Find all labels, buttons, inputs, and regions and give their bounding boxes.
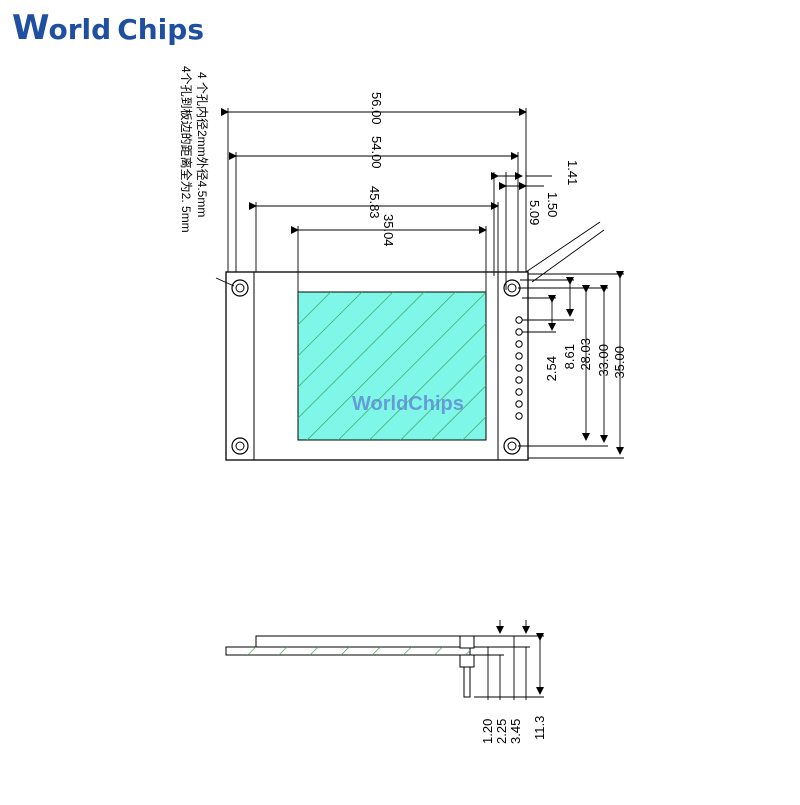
pin-pad: [515, 412, 523, 420]
pin-offset-dimensions: [491, 172, 605, 290]
hole-note-line1: 4 个孔内径2mm外径4.5mm: [195, 72, 209, 217]
worldchips-logo: W orld Chips: [12, 8, 204, 48]
display-frame: [253, 271, 499, 461]
dim-label-33-00: 33.00: [596, 344, 611, 377]
mounting-hole: [507, 441, 517, 451]
pin-pad: [515, 352, 523, 360]
side-dim-3-45: 3.45: [508, 719, 523, 744]
dim-label-2-54: 2.54: [544, 356, 559, 381]
pin-pad: [515, 340, 523, 348]
side-header-base: [459, 654, 475, 668]
dim-label-28-03: 28.03: [578, 338, 593, 371]
pin-pad: [515, 376, 523, 384]
mounting-hole: [235, 441, 245, 451]
top-view: WorldChips: [179, 66, 627, 461]
dim-label-35-00: 35.00: [612, 346, 627, 379]
dim-label-8-61: 8.61: [562, 344, 577, 369]
hole-note-line2: 4个孔到板边的距离全为2. 5mm: [179, 66, 194, 233]
watermark: WorldChips: [352, 393, 464, 415]
dim-label-1-41: 1.41: [565, 160, 580, 185]
pin-pad: [515, 364, 523, 372]
dim-label-54: 54.00: [369, 136, 384, 169]
mounting-hole: [231, 437, 249, 455]
dim-label-56: 56.00: [369, 92, 384, 125]
side-display-glass: [255, 635, 461, 648]
side-dim-1-20: 1.20: [480, 719, 495, 744]
side-dim-11-3: 11.3: [532, 716, 547, 740]
mounting-hole: [507, 283, 517, 293]
height-dimensions: [518, 271, 624, 459]
side-header-body: [459, 635, 475, 649]
mounting-hole: [231, 279, 249, 297]
side-pcb-hatch: [226, 647, 470, 655]
pin-pad: [515, 400, 523, 408]
dim-label-35-04: 35.04: [381, 214, 396, 247]
logo-letter: W: [12, 8, 50, 48]
side-dim-2-25: 2.25: [494, 719, 509, 744]
header-pins: [515, 316, 523, 420]
note-leader: [215, 277, 235, 287]
dim-label-1-50: 1.50: [545, 192, 560, 217]
logo-word: orld: [48, 13, 112, 46]
dim-label-45-83: 45.83: [367, 186, 382, 219]
side-view: 1.20 2.25 3.45 11.3: [225, 620, 547, 744]
logo-chips: Chips: [117, 13, 204, 46]
side-dimensions: [474, 620, 544, 700]
pin-pad: [515, 388, 523, 396]
mounting-hole: [235, 283, 245, 293]
display-hatch: [298, 292, 486, 440]
mounting-holes: [231, 279, 521, 455]
dim-label-5-09: 5.09: [527, 200, 542, 225]
side-header-pin: [463, 666, 471, 698]
